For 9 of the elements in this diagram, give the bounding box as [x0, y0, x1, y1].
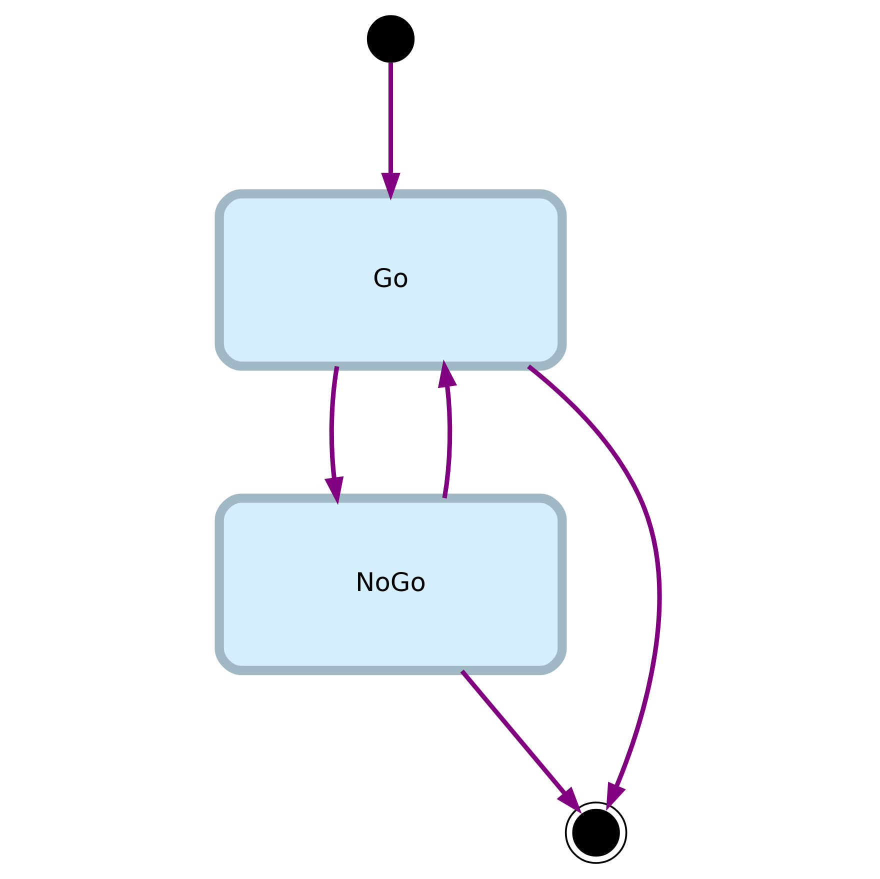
node-circle — [564, 802, 628, 864]
arrow — [381, 62, 400, 200]
arrow — [324, 366, 344, 505]
arrow — [527, 364, 662, 811]
node-circle — [366, 15, 415, 63]
node-box: NoGo — [214, 494, 567, 676]
node-box: Go — [214, 189, 567, 371]
arrow — [460, 670, 582, 814]
arrow — [438, 360, 458, 498]
